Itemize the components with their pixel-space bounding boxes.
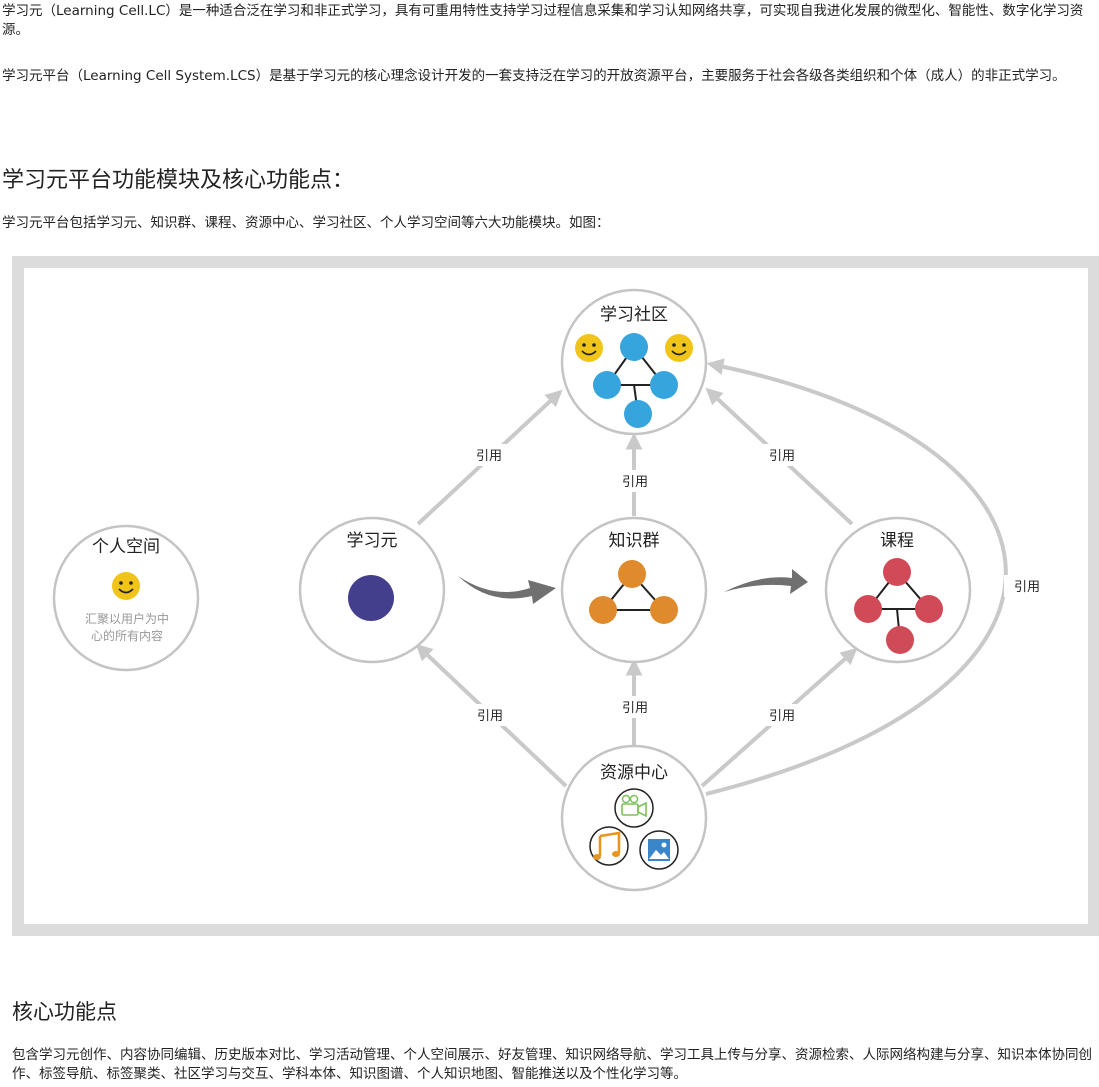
edge-label-resource-cell: 引用 [477,709,503,724]
section-heading-core-features: 核心功能点 [12,1000,117,1024]
video-camera-icon [614,788,654,828]
node-personal-space-desc-1: 汇聚以用户为中 [85,611,169,626]
intro-paragraph-2: 学习元平台（Learning Cell System.LCS）是基于学习元的核心… [2,68,1066,84]
section-description-core-features: 包含学习元创作、内容协同编辑、历史版本对比、学习活动管理、个人空间展示、好友管理… [12,1047,1092,1082]
intro-paragraph-1: 学习元（Learning Cell.LC）是一种适合泛在学习和非正式学习，具有可… [2,3,1084,38]
node-knowledge-group-title: 知识群 [609,531,660,551]
smiley-icon [112,572,140,600]
image-icon [639,830,679,870]
module-diagram-frame: 引用 引用 引用 引用 引用 引用 引用 个人空间 汇聚以用户为中 心的所有内容… [12,256,1099,936]
edge-label-resource-group: 引用 [622,701,648,716]
node-course[interactable]: 课程 [824,516,972,664]
node-course-title: 课程 [880,531,914,551]
node-knowledge-group[interactable]: 知识群 [560,516,708,664]
community-network [593,333,678,428]
node-personal-space-desc-2: 心的所有内容 [91,628,163,643]
node-community-title: 学习社区 [600,305,668,325]
smiley-icon [575,334,603,362]
node-resource-center-title: 资源中心 [600,763,668,783]
node-personal-space[interactable]: 个人空间 汇聚以用户为中 心的所有内容 [52,524,200,672]
edge-resource-to-community-curve [705,358,1008,796]
node-learning-community[interactable]: 学习社区 [560,288,708,436]
music-note-icon [589,826,629,866]
edge-label-course-community: 引用 [769,449,795,464]
flow-arrow-cell-to-group [458,576,556,604]
edge-label-resource-community: 引用 [1014,580,1040,595]
section-description-modules: 学习元平台包括学习元、知识群、课程、资源中心、学习社区、个人学习空间等六大功能模… [2,215,610,231]
node-learning-cell-title: 学习元 [347,531,398,551]
flow-arrow-group-to-course [724,569,808,594]
module-diagram: 引用 引用 引用 引用 引用 引用 引用 个人空间 汇聚以用户为中 心的所有内容… [52,288,1050,892]
learning-cell-dot [348,575,394,621]
node-learning-cell[interactable]: 学习元 [298,516,446,664]
edge-label-cell-community: 引用 [476,449,502,464]
node-resource-center[interactable]: 资源中心 [560,744,708,892]
smiley-icon [665,334,693,362]
section-heading-modules: 学习元平台功能模块及核心功能点： [2,168,355,193]
edge-label-group-community: 引用 [622,475,648,490]
edge-label-resource-course: 引用 [769,709,795,724]
course-network [854,558,943,654]
node-personal-space-title: 个人空间 [92,537,160,557]
knowledge-group-network [589,560,678,624]
